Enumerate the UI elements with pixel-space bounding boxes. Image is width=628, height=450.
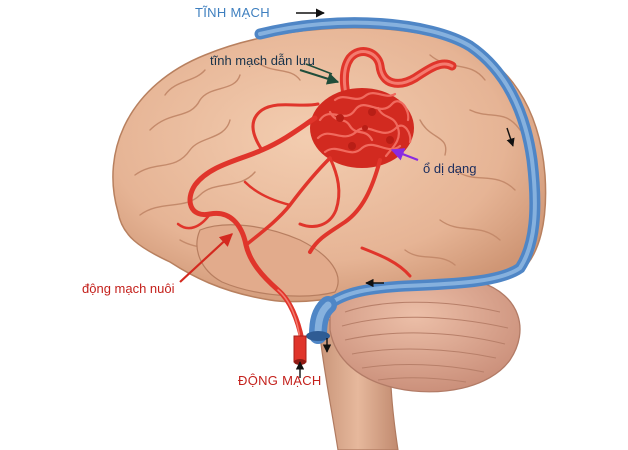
- nidus-pointer: [390, 148, 419, 162]
- vein-opening: [306, 331, 330, 341]
- draining-vein-pointer: [299, 69, 340, 85]
- cerebellum-folia: [341, 301, 509, 383]
- draining-vein-label: tĩnh mạch dẫn lưu: [210, 53, 315, 68]
- avm-nidus: [310, 88, 414, 168]
- vein-label: TĨNH MẠCH: [195, 5, 270, 20]
- feeding-arteries: [176, 102, 412, 343]
- draining-vein-pointer-2: [305, 63, 333, 75]
- sinus-flow-arrow-1: [506, 127, 515, 147]
- feeding-artery-label: động mạch nuôi: [82, 281, 175, 296]
- artery-label: ĐỘNG MẠCH: [238, 373, 322, 388]
- main-artery: [293, 335, 307, 363]
- malformation-label: ổ dị dạng: [423, 161, 477, 176]
- feeding-artery-pointer: [179, 233, 233, 283]
